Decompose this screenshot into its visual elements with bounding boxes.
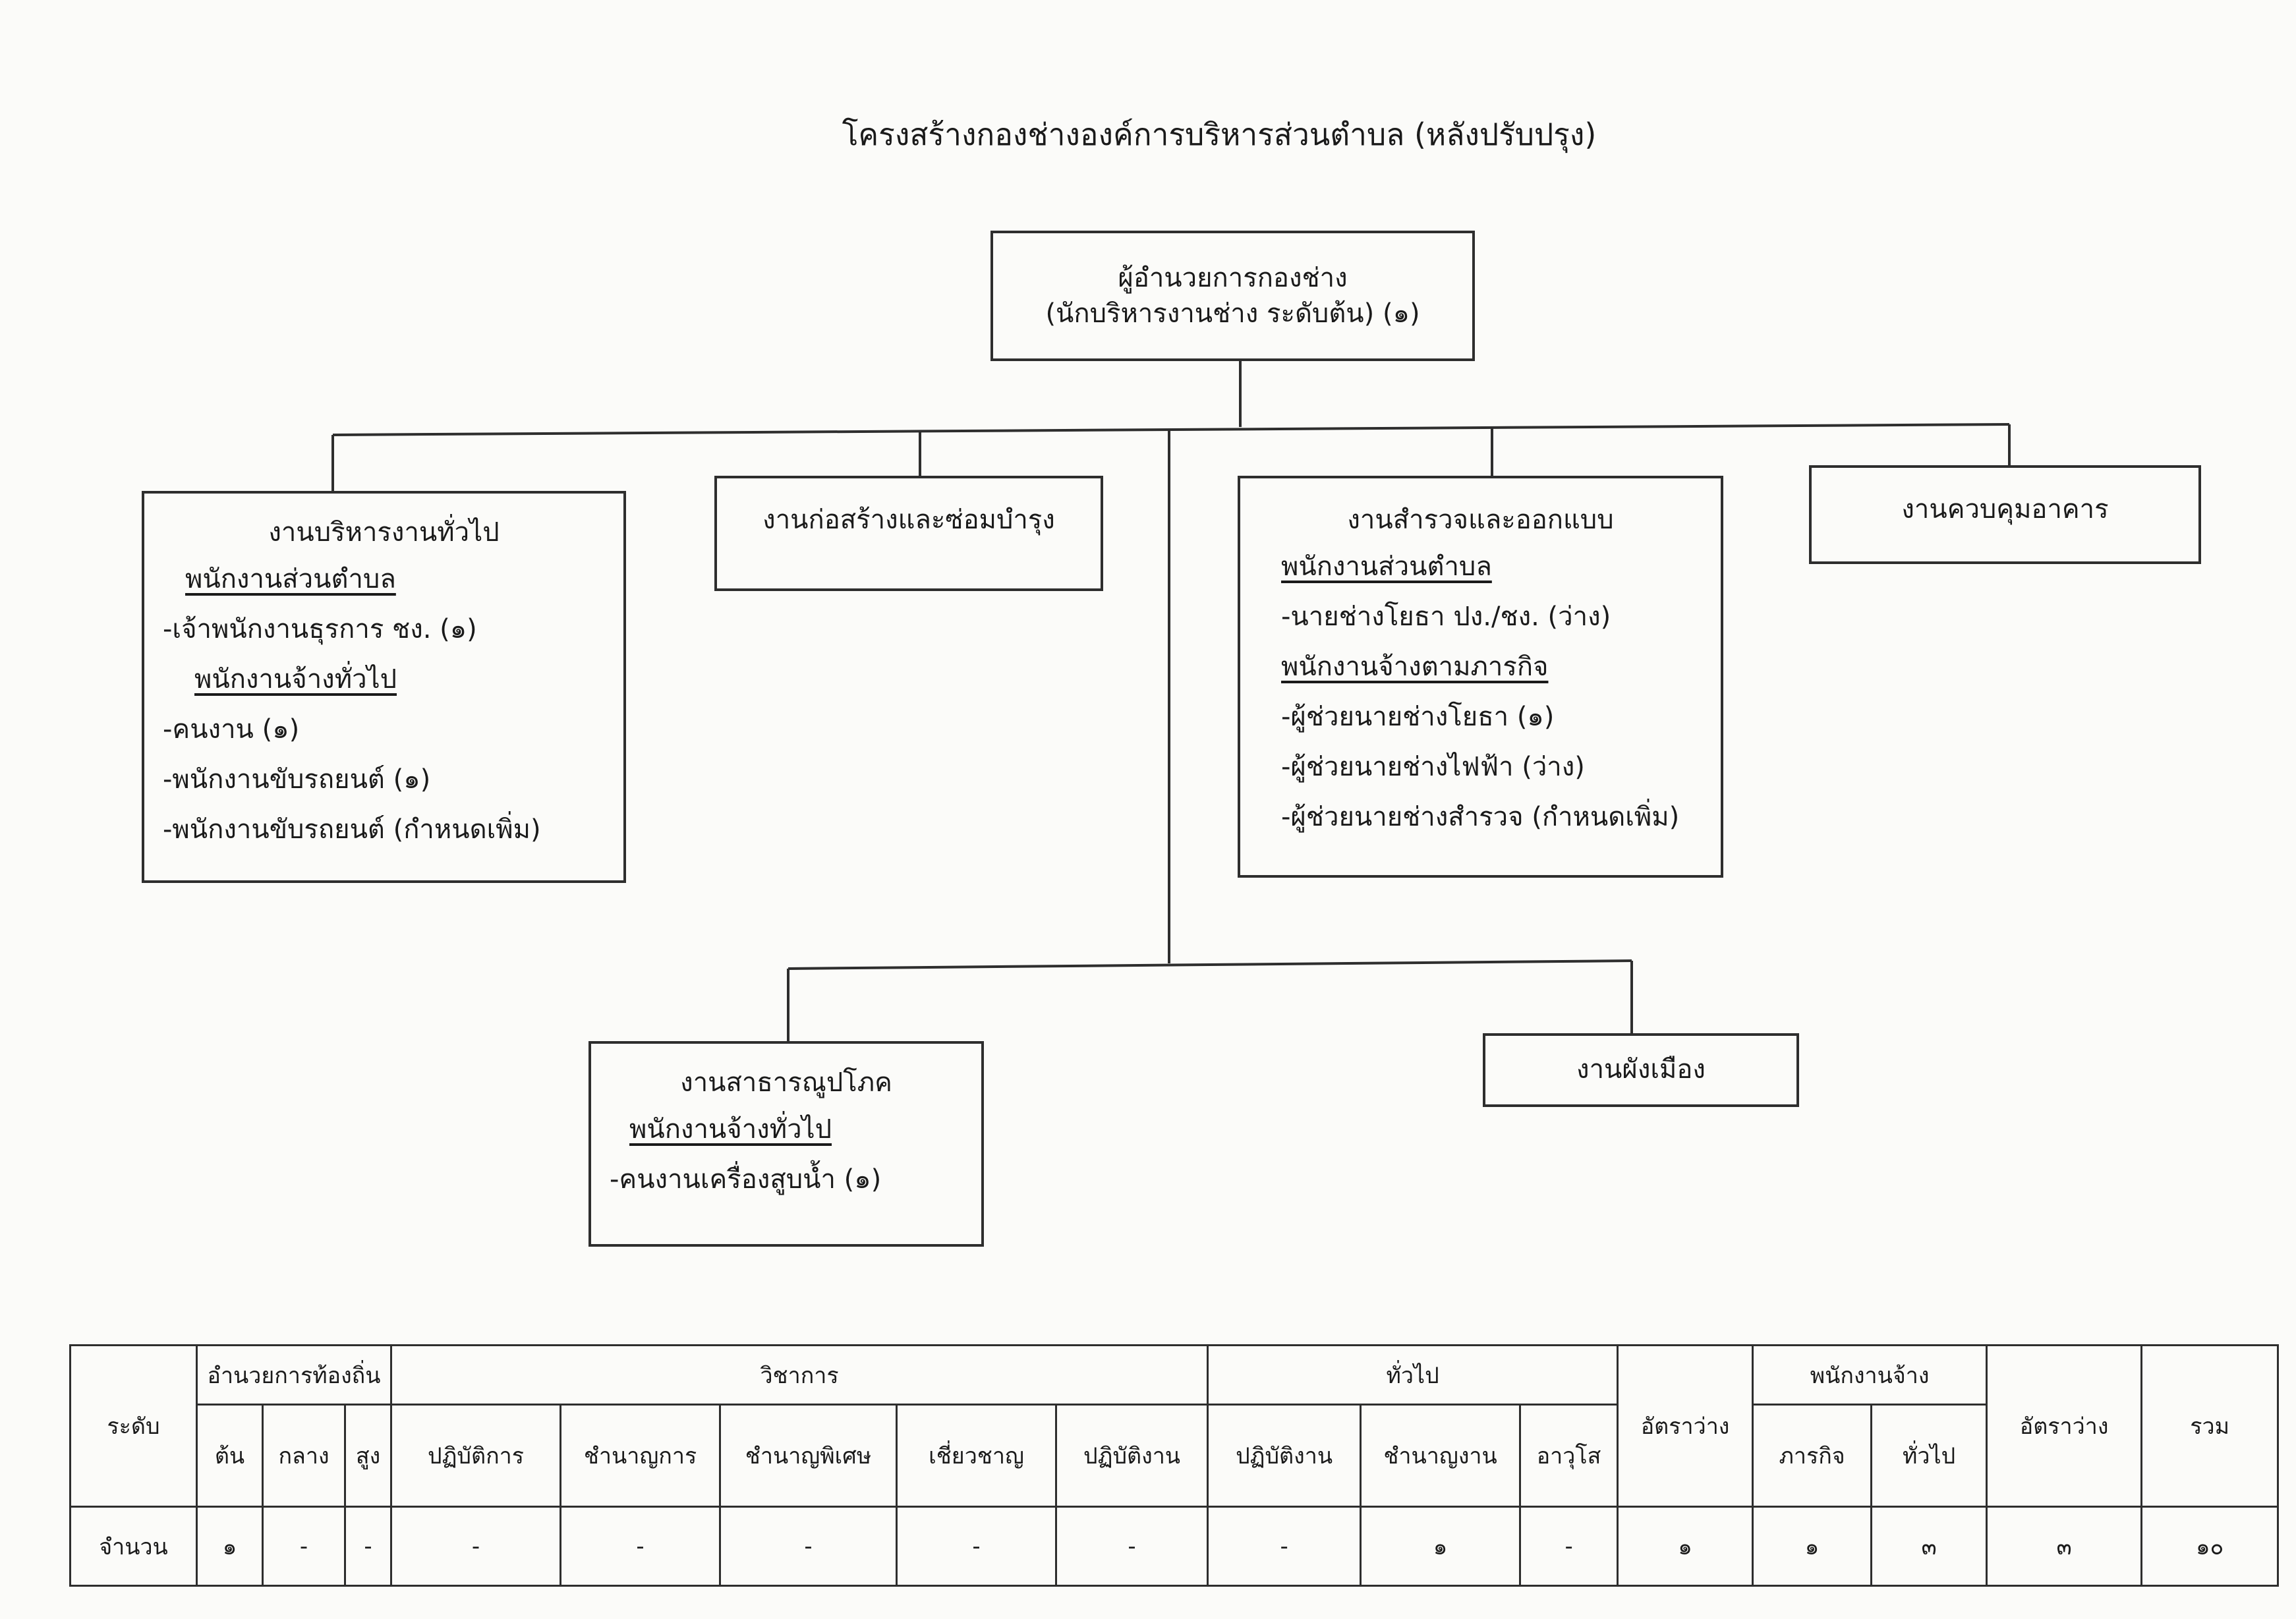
staffing-summary-table: ระดับ อำนวยการท้องถิ่น วิชาการ ทั่วไป อั… [69,1344,2280,1587]
value-cell: - [896,1506,1058,1587]
page-title: โครงสร้างกองช่างองค์การบริหารส่วนตำบล (ห… [842,117,1597,152]
value-cell: ๑ [1617,1506,1754,1587]
unit-title: งานบริหารงานทั่วไป [268,517,500,548]
unit-general-admin: งานบริหารงานทั่วไป พนักงานส่วนตำบล -เจ้า… [142,491,626,883]
head-title: ผู้อำนวยการกองช่าง [1118,263,1348,293]
staff-item: -พนักงานขับรถยนต์ (๑) [163,764,431,795]
vacancy-header: อัตราว่าง [1986,1344,2143,1508]
staff-group-label: พนักงานจ้างทั่วไป [629,1114,832,1145]
unit-title: งานสาธารณูปโภค [680,1067,892,1098]
staff-item: -เจ้าพนักงานธุรการ ชง. (๑) [163,614,477,644]
unit-survey-design: งานสำรวจและออกแบบ พนักงานส่วนตำบล -นายช่… [1238,476,1723,878]
value-cell: - [560,1506,722,1587]
local-admin-header: อำนวยการท้องถิ่น [195,1344,393,1406]
level-header: ระดับ [69,1344,198,1508]
value-cell: ๑๐ [2140,1506,2280,1587]
value-cell: ๑ [1752,1506,1873,1587]
sub-header-cell: ปฏิบัติงาน [1055,1404,1209,1508]
staff-group-label: พนักงานส่วนตำบล [185,564,396,594]
unit-building-control: งานควบคุมอาคาร [1809,465,2201,564]
staff-item: -ผู้ช่วยนายช่างไฟฟ้า (ว่าง) [1281,752,1585,782]
value-cell: ๓ [1986,1506,2143,1587]
sub-header-cell: ชำนาญงาน [1360,1404,1522,1508]
sub-header-cell: ภารกิจ [1752,1404,1873,1508]
sub-header-cell: ชำนาญพิเศษ [719,1404,898,1508]
value-cell: - [1055,1506,1209,1587]
head-box: ผู้อำนวยการกองช่าง (นักบริหารงานช่าง ระด… [990,231,1475,361]
value-cell: ๑ [196,1506,264,1587]
value-cell: ๑ [1360,1506,1522,1587]
general-header: ทั่วไป [1207,1344,1619,1406]
vacancy-header: อัตราว่าง [1617,1344,1754,1508]
staff-group-label: พนักงานจ้างทั่วไป [194,664,397,695]
unit-title: งานก่อสร้างและซ่อมบำรุง [762,505,1055,535]
value-cell: - [719,1506,898,1587]
unit-title: งานผังเมือง [1576,1054,1706,1085]
value-cell: - [390,1506,562,1587]
sub-header-cell: กลาง [262,1404,346,1508]
total-header: รวม [2140,1344,2280,1508]
sub-header-cell: สูง [343,1404,393,1508]
staff-item: -ผู้ช่วยนายช่างสำรวจ (กำหนดเพิ่ม) [1281,802,1680,832]
value-cell: ๓ [1870,1506,1988,1587]
staff-item: -คนงาน (๑) [163,714,300,745]
value-cell: - [262,1506,346,1587]
value-cell: - [1207,1506,1362,1587]
unit-construction: งานก่อสร้างและซ่อมบำรุง [714,476,1103,591]
academic-header: วิชาการ [390,1344,1209,1406]
staff-group-label: พนักงานส่วนตำบล [1281,552,1492,582]
head-subtitle: (นักบริหารงานช่าง ระดับต้น) (๑) [1045,298,1420,329]
sub-header-cell: เชี่ยวชาญ [896,1404,1058,1508]
sub-header-cell: ชำนาญการ [560,1404,722,1508]
sub-header-cell: ปฏิบัติการ [390,1404,562,1508]
staff-item: -นายช่างโยธา ปง./ชง. (ว่าง) [1281,602,1611,632]
sub-header-cell: ปฏิบัติงาน [1207,1404,1362,1508]
staff-item: -คนงานเครื่องสูบน้ำ (๑) [610,1164,882,1195]
sub-header-cell: ต้น [196,1404,264,1508]
employee-header: พนักงานจ้าง [1752,1344,1988,1406]
sub-header-cell: ทั่วไป [1870,1404,1988,1508]
staff-group-label: พนักงานจ้างตามภารกิจ [1281,652,1549,682]
value-cell: - [1519,1506,1619,1587]
staff-item: -ผู้ช่วยนายช่างโยธา (๑) [1281,702,1555,732]
unit-utilities: งานสาธารณูปโภค พนักงานจ้างทั่วไป -คนงานเ… [588,1041,984,1247]
row-label: จำนวน [69,1506,198,1587]
unit-title: งานควบคุมอาคาร [1901,494,2109,525]
unit-city-planning: งานผังเมือง [1483,1033,1799,1107]
value-cell: - [343,1506,393,1587]
sub-header-cell: อาวุโส [1519,1404,1619,1508]
unit-title: งานสำรวจและออกแบบ [1347,505,1614,535]
staff-item: -พนักงานขับรถยนต์ (กำหนดเพิ่ม) [163,814,541,845]
